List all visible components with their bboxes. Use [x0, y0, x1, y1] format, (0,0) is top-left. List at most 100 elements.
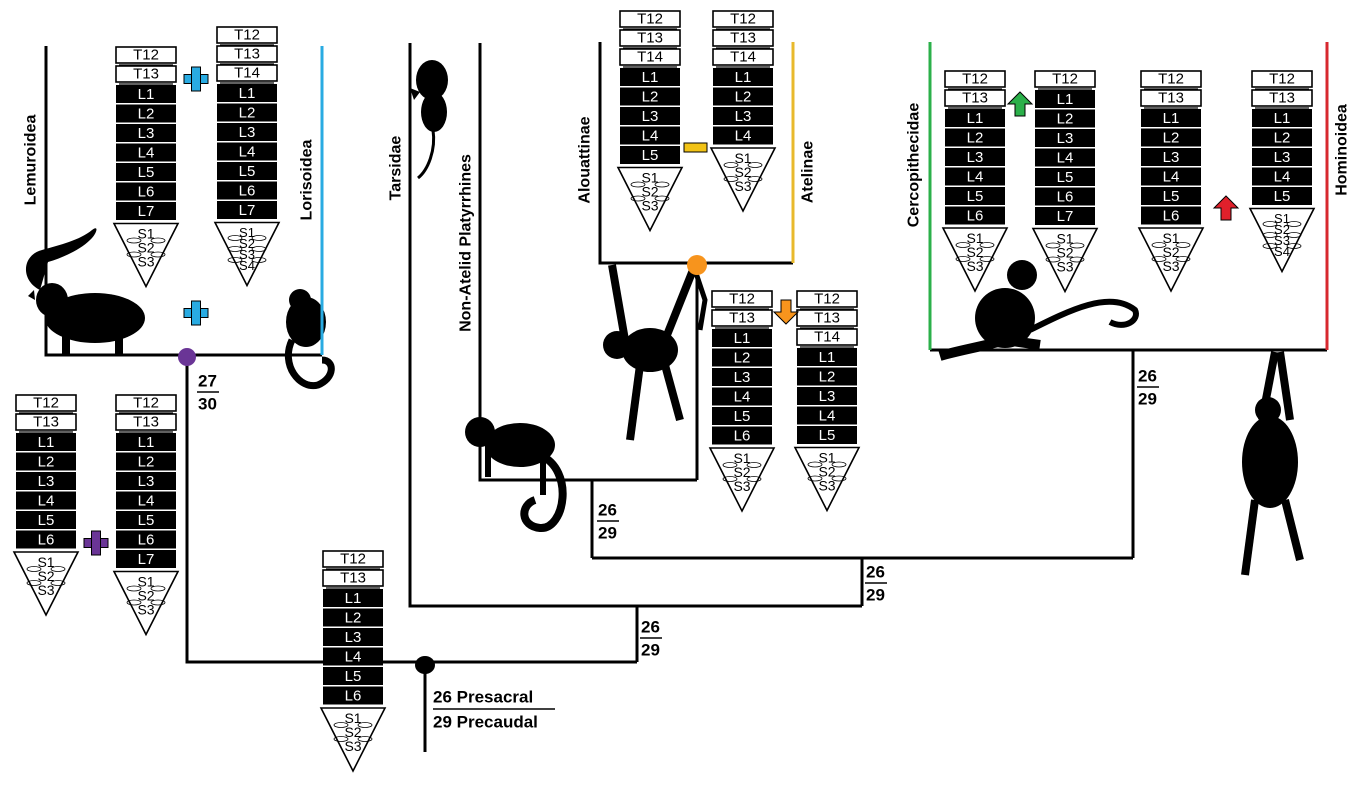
thoracic-label: T12	[133, 395, 159, 412]
lumbar-label: L5	[642, 147, 659, 164]
plus-icon	[184, 67, 208, 91]
vertebral-column-root: T12T13L1L2L3L4L5L6S1S2S3	[321, 551, 385, 772]
clade-label-alouattinae: Alouattinae	[577, 116, 594, 203]
precaudal-count: 29	[1138, 390, 1157, 409]
lumbar-label: L7	[239, 202, 256, 219]
sacral-label: S4	[239, 258, 255, 273]
vertebral-column-atelinae: T12T13T14L1L2L3L4S1S2S3	[711, 11, 775, 212]
plus-center	[92, 539, 100, 547]
sacral-label: S3	[1056, 259, 1073, 275]
lumbar-label: L5	[239, 163, 256, 180]
root-count-label: 26 Presacral 29 Precaudal	[433, 688, 555, 732]
lumbar-label: L2	[38, 453, 55, 470]
lumbar-label: L2	[735, 88, 752, 105]
thoracic-label: T14	[730, 49, 756, 66]
lumbar-label: L7	[138, 203, 155, 220]
plus-center	[192, 309, 200, 317]
lumbar-label: L2	[1057, 110, 1074, 127]
lumbar-label: L5	[734, 408, 751, 425]
arrow-up-icon	[1008, 92, 1032, 116]
lumbar-label: L6	[138, 183, 155, 200]
clade-label-atelinae: Atelinae	[800, 141, 817, 203]
lumbar-label: L2	[1274, 129, 1291, 146]
lumbar-label: L4	[734, 388, 751, 405]
vertebral-column-alouattinae: T12T13T14L1L2L3L4L5S1S2S3	[618, 11, 682, 231]
lumbar-label: L2	[734, 349, 751, 366]
arrow-up-icon	[1214, 196, 1238, 220]
thoracic-label: T13	[133, 414, 159, 431]
sacral-label: S3	[137, 602, 154, 618]
lumbar-label: L5	[38, 512, 55, 529]
lumbar-label: L1	[1057, 91, 1074, 108]
thoracic-label: T13	[730, 30, 756, 47]
lumbar-label: L1	[345, 590, 362, 607]
precaudal-count: 30	[198, 395, 217, 414]
lumbar-label: L3	[734, 369, 751, 386]
lumbar-label: L1	[819, 349, 836, 366]
root-precaudal: 29 Precaudal	[433, 713, 538, 732]
presacral-count: 26	[641, 618, 660, 637]
tarsier-silhouette	[410, 60, 448, 178]
lumbar-label: L4	[1274, 168, 1291, 185]
vertebral-column-strep-node: T12T13L1L2L3L4L5L6L7S1S2S3	[114, 395, 178, 635]
thoracic-label: T12	[33, 395, 59, 412]
lumbar-label: L6	[239, 182, 256, 199]
presacral-count: 27	[198, 372, 217, 391]
root-node	[415, 656, 435, 674]
lumbar-label: L5	[1274, 188, 1291, 205]
lumbar-label: L4	[239, 143, 256, 160]
thoracic-label: T12	[1158, 71, 1184, 88]
lumbar-label: L4	[345, 648, 362, 665]
thoracic-label: T12	[962, 71, 988, 88]
clade-label-non-atelid: Non-Atelid Platyrrhines	[458, 154, 475, 332]
thoracic-label: T12	[1269, 71, 1295, 88]
lumbar-label: L6	[967, 207, 984, 224]
vertebral-column-atelid-ancestor: T12T13L1L2L3L4L5L6S1S2S3	[710, 291, 774, 512]
thoracic-label: T12	[340, 551, 366, 568]
sacral-label: S3	[733, 478, 750, 494]
thoracic-label: T12	[730, 11, 756, 28]
lumbar-label: L1	[239, 85, 256, 102]
thoracic-label: T12	[814, 291, 840, 308]
lumbar-label: L3	[1163, 149, 1180, 166]
arrow-down-icon	[774, 300, 798, 324]
presacral-count: 26	[1138, 367, 1157, 386]
lumbar-label: L1	[734, 330, 751, 347]
lumbar-label: L1	[735, 69, 752, 86]
lumbar-label: L1	[967, 110, 984, 127]
lumbar-label: L5	[1057, 169, 1074, 186]
vertebral-columns-layer: T12T13L1L2L3L4L5L6S1S2S3T12T13L1L2L3L4L5…	[14, 11, 1314, 772]
plus-icon	[84, 531, 108, 555]
spider-monkey-silhouette	[603, 265, 705, 440]
lumbar-label: L6	[1163, 207, 1180, 224]
lumbar-label: L5	[345, 668, 362, 685]
sacral-label: S3	[344, 738, 361, 754]
lumbar-label: L3	[138, 125, 155, 142]
sacral-label: S3	[734, 178, 751, 194]
root-presacral: 26 Presacral	[433, 688, 533, 707]
lumbar-label: L3	[345, 629, 362, 646]
lumbar-label: L7	[138, 551, 155, 568]
thoracic-label: T14	[637, 49, 663, 66]
thoracic-label: T13	[234, 46, 260, 63]
sacral-label: S3	[966, 258, 983, 274]
lumbar-label: L3	[819, 388, 836, 405]
lumbar-label: L6	[345, 687, 362, 704]
lumbar-label: L4	[642, 127, 659, 144]
thoracic-label: T13	[133, 66, 159, 83]
node-count-catarrhine: 2629	[1137, 367, 1159, 409]
vertebral-column-strep-ancestor: T12T13L1L2L3L4L5L6S1S2S3	[14, 395, 78, 616]
gibbon-silhouette	[1242, 352, 1300, 575]
strepsirrhine-stem	[187, 355, 637, 662]
strepsirrhine-node	[178, 348, 196, 366]
thoracic-label: T12	[234, 27, 260, 44]
lumbar-label: L3	[1057, 130, 1074, 147]
lumbar-label: L4	[38, 492, 55, 509]
lumbar-label: L2	[1163, 129, 1180, 146]
sacral-label: S3	[818, 478, 835, 494]
thoracic-label: T14	[814, 329, 840, 346]
thoracic-label: T13	[814, 310, 840, 327]
thoracic-label: T12	[1052, 71, 1078, 88]
